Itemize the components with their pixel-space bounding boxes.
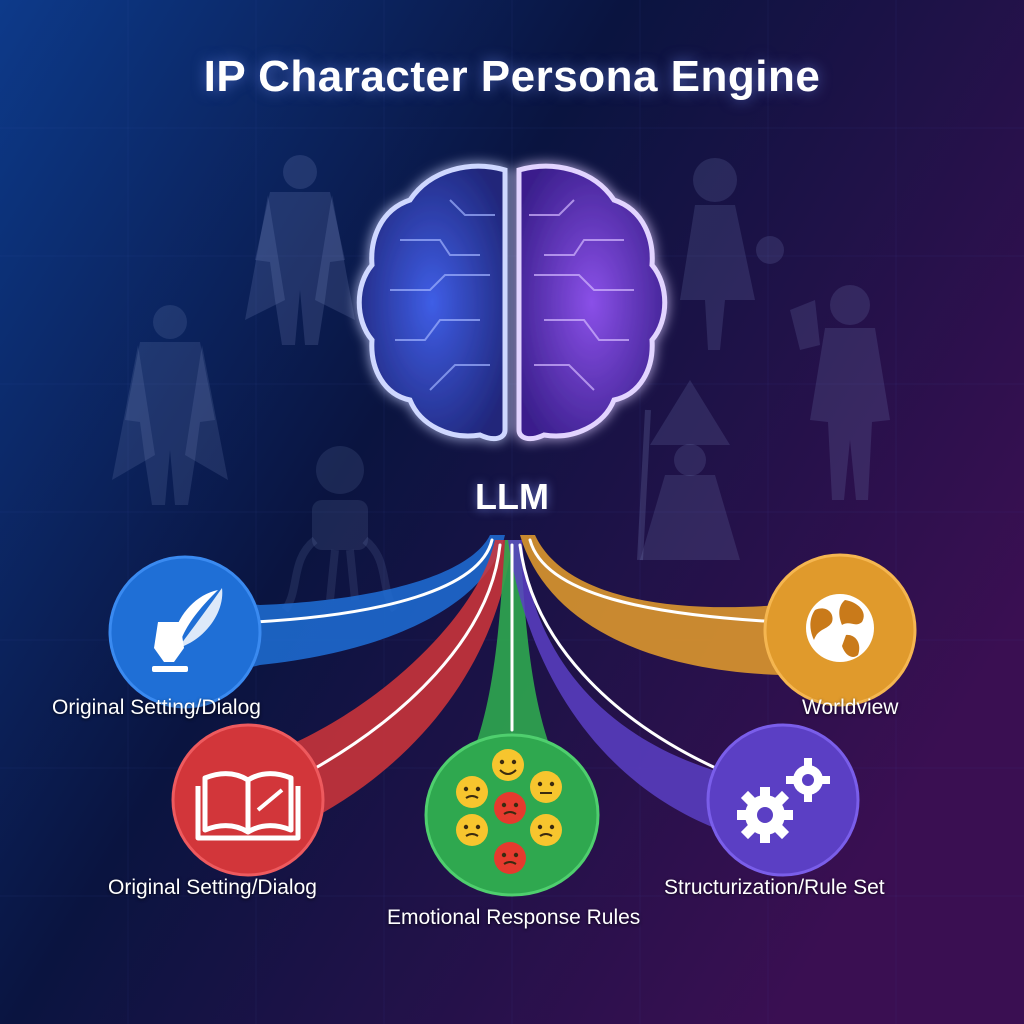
wizard-silhouette-icon	[637, 380, 740, 561]
robot-silhouette-icon	[281, 446, 399, 613]
node-label-worldview: Worldview	[802, 696, 899, 719]
gears-icon	[737, 758, 830, 843]
brain-right-hemisphere	[516, 163, 668, 442]
globe-icon	[806, 594, 874, 662]
connector-line-red	[310, 543, 502, 772]
node-original-setting-dialog-2[interactable]	[171, 723, 325, 877]
page-title: IP Character Persona Engine	[203, 52, 821, 101]
node-structurization-rule-set[interactable]	[706, 723, 860, 877]
connector-line-blue	[253, 538, 494, 624]
node-label-structurization-rule-set: Structurization/Rule Set	[664, 876, 885, 899]
node-emotional-response-rules[interactable]	[424, 733, 600, 897]
open-book-icon	[195, 771, 301, 841]
node-worldview[interactable]	[763, 553, 917, 707]
brain-circuit-icon	[356, 163, 668, 442]
superhero-silhouette-icon	[245, 155, 355, 345]
branch-ribbon-orange	[520, 535, 820, 680]
node-label-emotional-response-rules: Emotional Response Rules	[387, 906, 641, 929]
branch-ribbon-purple	[508, 540, 760, 840]
node-circle-blue	[108, 555, 262, 709]
connector-line-purple	[518, 543, 722, 772]
node-original-setting-dialog-1[interactable]	[108, 555, 262, 709]
anime-girl-silhouette-icon	[680, 158, 784, 350]
branch-ribbon-blue	[200, 535, 505, 680]
brain-left-hemisphere	[356, 163, 508, 442]
llm-label: LLM	[475, 476, 549, 517]
emoji-faces-icon	[456, 749, 562, 874]
branch-ribbons	[200, 535, 820, 840]
warrior-silhouette-icon	[790, 285, 890, 500]
superhero-silhouette-icon	[112, 305, 228, 505]
connector-line-orange	[528, 538, 782, 624]
quill-pen-icon	[152, 588, 223, 672]
node-label-original-setting-dialog-2: Original Setting/Dialog	[108, 876, 317, 899]
node-label-original-setting-dialog-1: Original Setting/Dialog	[52, 696, 261, 719]
